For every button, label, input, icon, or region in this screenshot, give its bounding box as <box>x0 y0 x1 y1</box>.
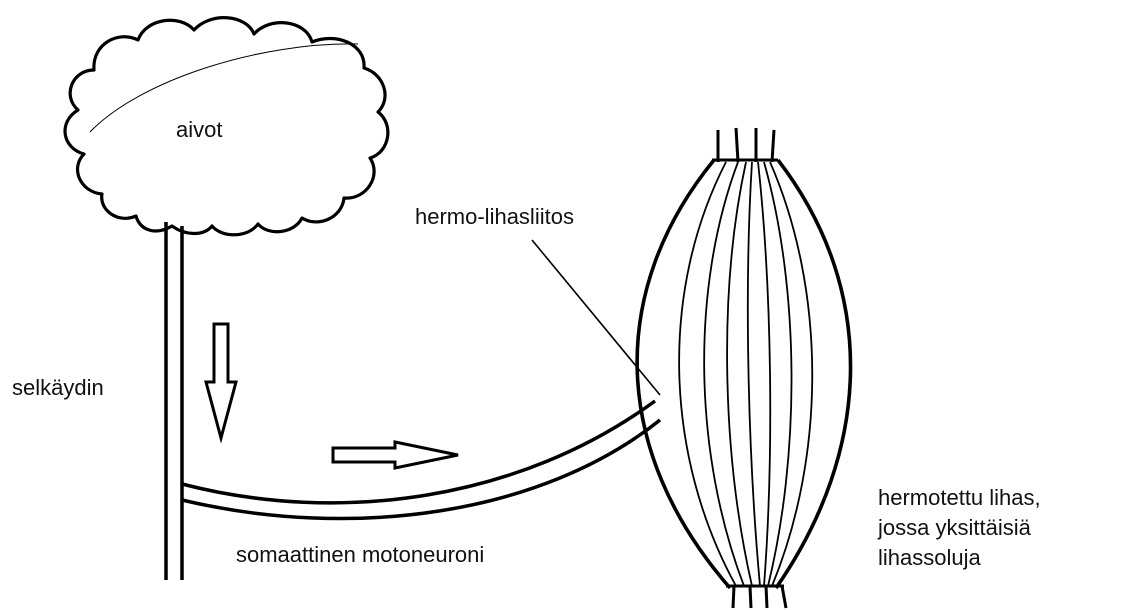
muscle-label-line-1: hermotettu lihas, <box>878 483 1041 513</box>
neuromuscular-junction-label: hermo-lihasliitos <box>415 202 574 232</box>
motor-neuron-lower-line <box>182 420 660 519</box>
muscle-illustration <box>637 128 850 608</box>
innervated-muscle-label: hermotettu lihas, jossa yksittäisiä liha… <box>878 483 1041 573</box>
down-arrow-icon <box>206 324 236 438</box>
brain-outline <box>65 18 388 235</box>
muscle-label-line-2: jossa yksittäisiä <box>878 513 1041 543</box>
spinal-cord-label: selkäydin <box>12 373 104 403</box>
right-arrow-icon <box>333 442 458 468</box>
brain-label: aivot <box>176 115 222 145</box>
motor-neuron-label: somaattinen motoneuroni <box>236 540 484 570</box>
muscle-label-line-3: lihassoluja <box>878 543 1041 573</box>
